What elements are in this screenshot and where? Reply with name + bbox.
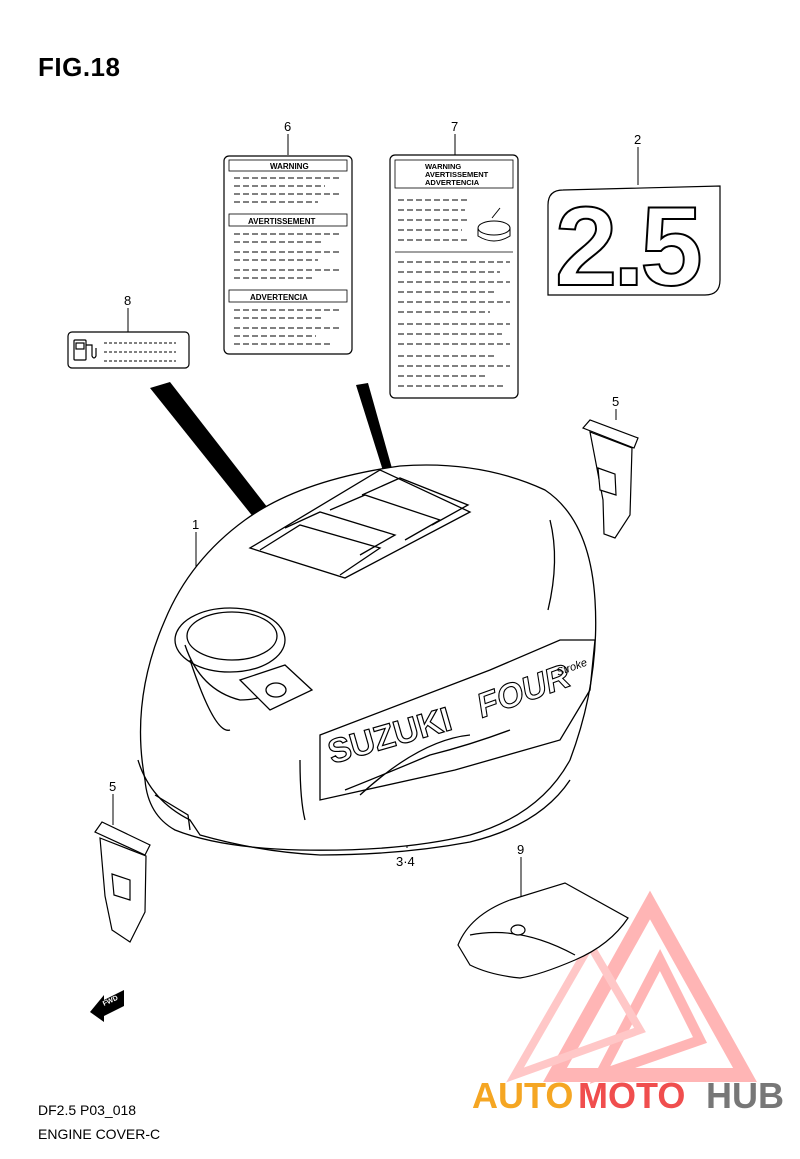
callout-5-right: 5: [612, 394, 619, 409]
label7-warning: WARNING: [425, 162, 461, 171]
label7-avertissement: AVERTISSEMENT: [425, 170, 489, 179]
label6-warning: WARNING: [270, 162, 309, 171]
watermark-auto: AUTO: [472, 1075, 573, 1116]
callout-8: 8: [124, 293, 131, 308]
caution-label-part-7: WARNING AVERTISSEMENT ADVERTENCIA: [389, 154, 519, 399]
label6-advertencia: ADVERTENCIA: [250, 293, 308, 302]
callout-1: 1: [192, 517, 199, 532]
warning-label-part-6: WARNING AVERTISSEMENT ADVERTENCIA: [223, 155, 353, 355]
label6-avertissement: AVERTISSEMENT: [248, 217, 316, 226]
label7-advertencia: ADVERTENCIA: [425, 178, 480, 187]
pointer-wedge-left: [150, 382, 285, 538]
decal-number: 2.5: [555, 184, 700, 309]
fuel-pump-icon: [73, 339, 97, 361]
section-name: ENGINE COVER-C: [38, 1126, 161, 1142]
model-code: DF2.5 P03_018: [38, 1102, 137, 1118]
callout-5-left: 5: [109, 779, 116, 794]
clip-part-5-left: [94, 821, 151, 943]
figure-title: FIG.18: [38, 52, 121, 82]
watermark-moto: MOTO: [578, 1075, 685, 1116]
engine-cover-part-1: [137, 464, 597, 856]
watermark-text: AUTO MOTO HUB: [472, 1075, 784, 1116]
fuel-cap-icon: [477, 207, 511, 242]
watermark-logo-icon: [506, 890, 757, 1084]
callout-2: 2: [634, 132, 641, 147]
pad-part-9: [457, 882, 629, 979]
clip-part-5-right: [581, 419, 639, 539]
decal-2-5-part-2: 2.5: [547, 183, 721, 310]
watermark-hub: HUB: [706, 1075, 784, 1116]
callout-3-4: 3·4: [396, 854, 415, 869]
callout-6: 6: [284, 119, 291, 134]
fuel-label-part-8: [67, 331, 190, 369]
pointer-wedge-right: [356, 383, 393, 474]
fwd-arrow-icon: FWD: [90, 990, 124, 1022]
callout-9: 9: [517, 842, 524, 857]
callout-7: 7: [451, 119, 458, 134]
